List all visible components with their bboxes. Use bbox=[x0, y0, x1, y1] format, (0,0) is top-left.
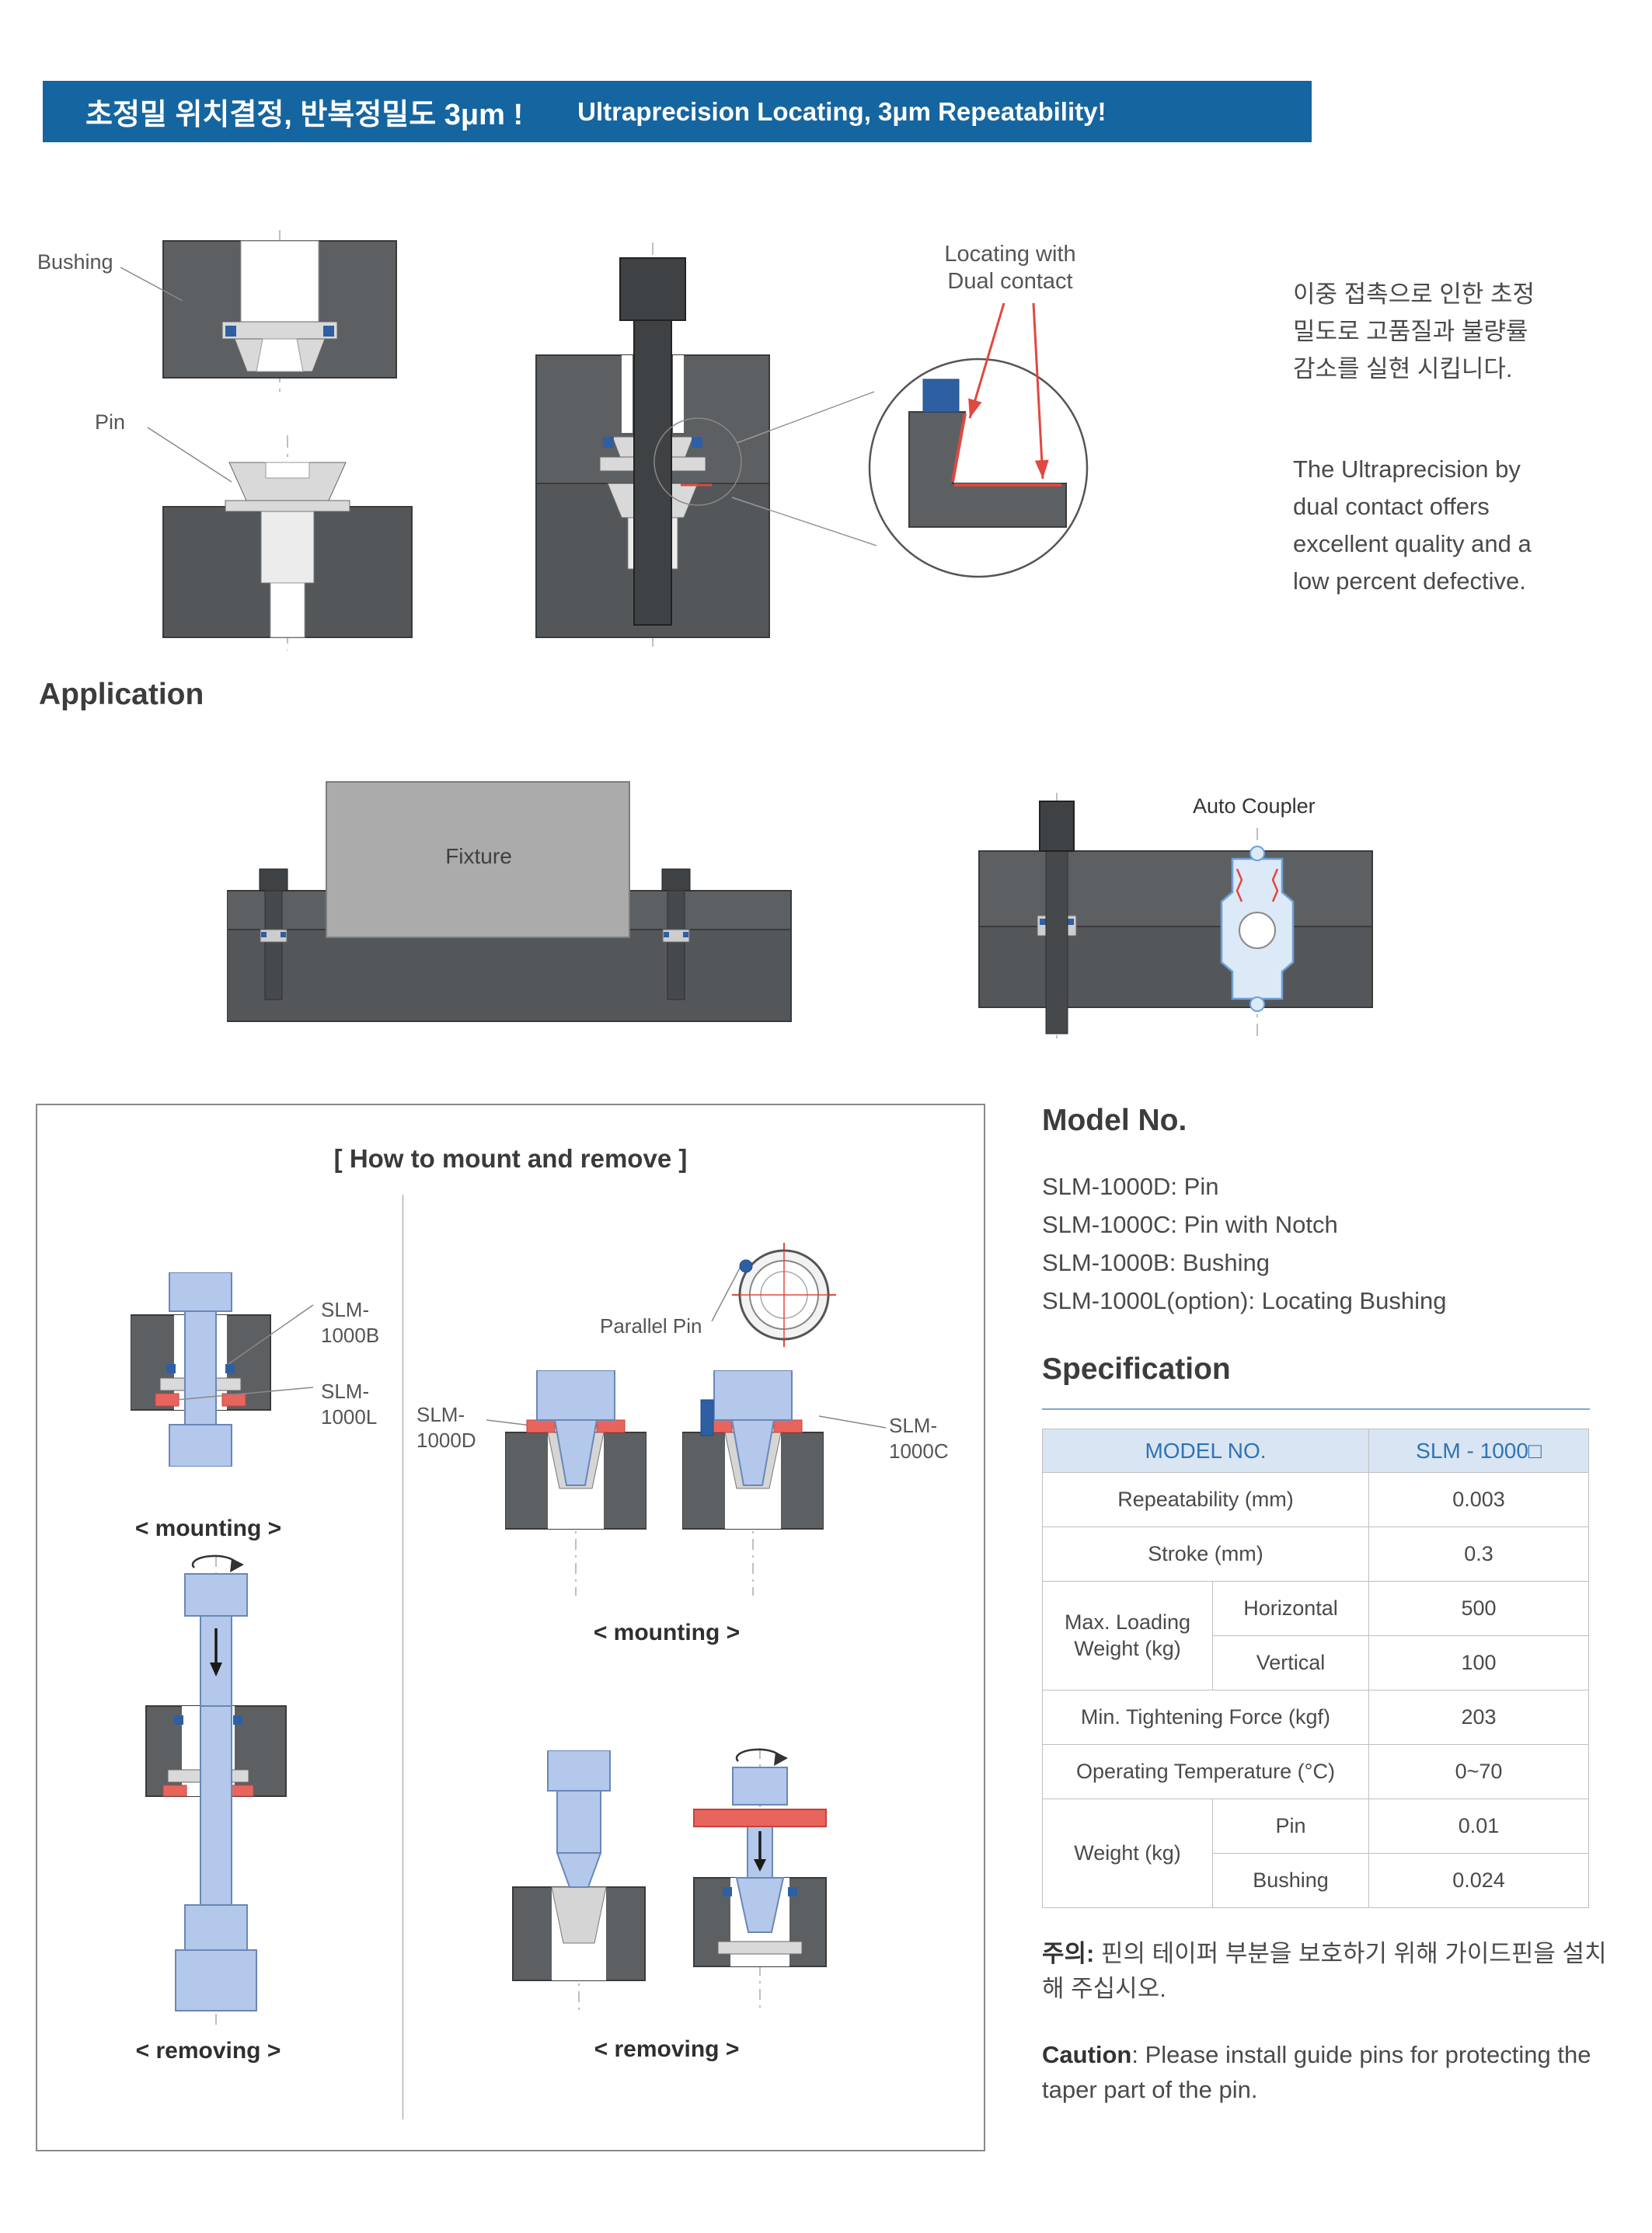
model-no-heading: Model No. bbox=[1042, 1104, 1187, 1137]
removing-label-right: < removing > bbox=[594, 2036, 740, 2062]
spec-label: Weight (kg) bbox=[1042, 1799, 1213, 1908]
dual-contact-cross-section-diagram bbox=[120, 230, 1089, 651]
application-fixture-diagram bbox=[227, 781, 792, 1022]
caution-korean-text: 핀의 테이퍼 부분을 보호하기 위해 가이드핀을 설치해 주십시오. bbox=[1042, 1940, 1607, 2002]
caution-english-text: : Please install guide pins for protecti… bbox=[1042, 2041, 1591, 2103]
specification-rule bbox=[1042, 1408, 1590, 1410]
bushing-mounting-diagram bbox=[131, 1272, 314, 1467]
how-to-mount-remove-panel: [ How to mount and remove ] SLM- 1000B S… bbox=[36, 1104, 985, 2151]
slm-1000l-label: SLM- 1000L bbox=[321, 1380, 378, 1429]
model-no-list: SLM-1000D: Pin SLM-1000C: Pin with Notch… bbox=[1042, 1167, 1446, 1320]
spec-sublabel: Horizontal bbox=[1212, 1581, 1369, 1636]
parallel-pin-label: Parallel Pin bbox=[600, 1314, 702, 1338]
spec-sublabel: Pin bbox=[1212, 1799, 1369, 1854]
spec-label: Min. Tightening Force (kgf) bbox=[1042, 1690, 1369, 1745]
description-korean: 이중 접촉으로 인한 초정밀도로 고품질과 불량률 감소를 실현 시킵니다. bbox=[1293, 281, 1535, 383]
application-heading: Application bbox=[39, 678, 204, 711]
slm-1000b-label: SLM- 1000B bbox=[321, 1298, 380, 1347]
removing-label-left: < removing > bbox=[135, 2038, 281, 2064]
application-auto-coupler-diagram bbox=[978, 793, 1373, 1041]
pin-removing-diagram bbox=[145, 1554, 287, 2026]
spec-value: 500 bbox=[1368, 1581, 1589, 1636]
spec-value: 0.01 bbox=[1368, 1799, 1589, 1854]
parallel-pin-removing-diagram bbox=[693, 1748, 827, 2012]
spec-value: 0.024 bbox=[1368, 1853, 1589, 1908]
table-row: Vertical 100 bbox=[1043, 1635, 1589, 1690]
table-row: Weight (kg) Pin 0.01 bbox=[1042, 1799, 1589, 1908]
spec-label: Stroke (mm) bbox=[1042, 1526, 1369, 1582]
table-row: Bushing 0.024 bbox=[1043, 1853, 1589, 1908]
mounting-label-left: < mounting > bbox=[134, 1516, 282, 1541]
specification-heading: Specification bbox=[1042, 1352, 1231, 1386]
table-row: Operating Temperature (°C) 0~70 bbox=[1042, 1744, 1589, 1799]
pin-d-mounting-diagram bbox=[505, 1370, 647, 1596]
pin-c-mounting-diagram bbox=[682, 1370, 824, 1596]
bushing-top-view-diagram bbox=[732, 1243, 836, 1347]
slm-1000d-label: SLM- 1000D bbox=[416, 1403, 476, 1452]
caution-english-prefix: Caution bbox=[1042, 2041, 1132, 2068]
spec-sublabel: Vertical bbox=[1212, 1635, 1369, 1690]
leader-lines-overlay bbox=[486, 1261, 887, 1429]
caution-korean: 주의: 핀의 테이퍼 부분을 보호하기 위해 가이드핀을 설치해 주십시오. bbox=[1042, 1937, 1625, 2007]
table-row: Max. Loading Weight (kg) Horizontal 500 bbox=[1042, 1581, 1589, 1690]
dual-contact-label: Locating with Dual contact bbox=[944, 242, 1076, 294]
model-item: SLM-1000C: Pin with Notch bbox=[1042, 1211, 1338, 1238]
spec-value: 0.3 bbox=[1368, 1526, 1589, 1582]
spec-value: 0~70 bbox=[1368, 1744, 1589, 1799]
spec-header-model: MODEL NO. bbox=[1042, 1429, 1369, 1473]
description-english: The Ultraprecision by dual contact offer… bbox=[1293, 455, 1532, 595]
table-row: Stroke (mm) 0.3 bbox=[1042, 1526, 1589, 1582]
how-to-title: [ How to mount and remove ] bbox=[333, 1144, 688, 1173]
slm-1000c-label: SLM- 1000C bbox=[889, 1414, 949, 1463]
spec-value: 0.003 bbox=[1368, 1472, 1589, 1527]
mounting-label-right: < mounting > bbox=[593, 1620, 741, 1645]
header-banner: 초정밀 위치결정, 반복정밀도 3μm ! Ultraprecision Loc… bbox=[43, 81, 1312, 142]
pin-callout-label: Pin bbox=[95, 410, 126, 434]
spec-header-row: MODEL NO. SLM - 1000□ bbox=[1042, 1429, 1589, 1473]
table-row: Repeatability (mm) 0.003 bbox=[1042, 1472, 1589, 1527]
caution-english: Caution: Please install guide pins for p… bbox=[1042, 2038, 1633, 2108]
spec-label: Repeatability (mm) bbox=[1042, 1472, 1369, 1527]
spec-label: Operating Temperature (°C) bbox=[1042, 1744, 1369, 1799]
header-title-korean: 초정밀 위치결정, 반복정밀도 3μm ! bbox=[85, 99, 524, 131]
model-item: SLM-1000D: Pin bbox=[1042, 1173, 1219, 1200]
header-title-english: Ultraprecision Locating, 3μm Repeatabili… bbox=[577, 96, 1107, 126]
spec-sublabel: Bushing bbox=[1212, 1853, 1369, 1908]
model-item: SLM-1000B: Bushing bbox=[1042, 1249, 1270, 1276]
spec-value: 100 bbox=[1368, 1635, 1589, 1690]
auto-coupler-label: Auto Coupler bbox=[1193, 794, 1316, 818]
spec-label: Max. Loading Weight (kg) bbox=[1042, 1581, 1213, 1690]
model-item: SLM-1000L(option): Locating Bushing bbox=[1042, 1287, 1447, 1314]
caution-korean-prefix: 주의: bbox=[1042, 1940, 1095, 1967]
spec-table: MODEL NO. SLM - 1000□ Repeatability (mm)… bbox=[1042, 1429, 1589, 1908]
table-row: Min. Tightening Force (kgf) 203 bbox=[1042, 1690, 1589, 1745]
pin-lift-removing-diagram bbox=[512, 1750, 646, 2013]
spec-value: 203 bbox=[1368, 1690, 1589, 1745]
fixture-label: Fixture bbox=[445, 844, 512, 868]
spec-header-value: SLM - 1000□ bbox=[1368, 1429, 1589, 1473]
bushing-callout-label: Bushing bbox=[37, 250, 113, 274]
